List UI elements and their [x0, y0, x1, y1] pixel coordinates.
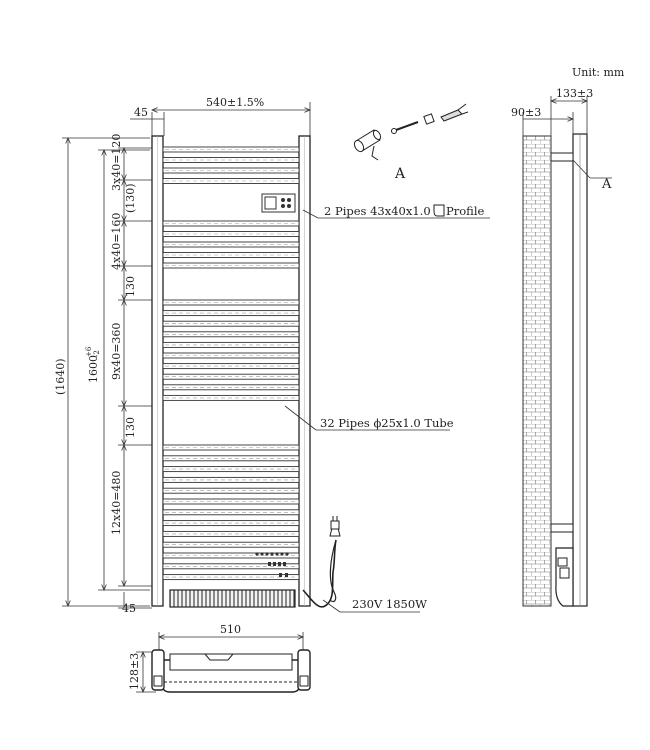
tube-pipes-label: 32 Pipes ϕ25x1.0 Tube: [320, 416, 454, 430]
bottom-depth-label: 128±3: [128, 653, 141, 690]
segment-4-label: 12x40=480: [110, 471, 123, 535]
gap-3-label: 130: [124, 417, 137, 438]
gap-2-label: 130: [124, 276, 137, 297]
segment-3-label: 9x40=360: [110, 323, 123, 380]
total-height-label: (1640): [54, 358, 67, 395]
side-depth-133-label: 133±3: [556, 87, 593, 100]
detail-a-label: A: [394, 166, 406, 182]
profile-shape-icon: [433, 204, 445, 217]
power-rating-label: 230V 1850W: [352, 597, 427, 611]
control-panel: [261, 193, 296, 213]
top-dimensions: [130, 102, 310, 136]
overall-width-label: 540±1.5%: [206, 96, 264, 109]
leader-lines: [284, 209, 490, 613]
side-depth-90-label: 90±3: [511, 106, 541, 119]
profile-pipes-label: 2 Pipes 43x40x1.0: [324, 204, 431, 218]
side-detail-a-label: A: [601, 177, 612, 192]
height-sup-label: +6: [85, 346, 93, 357]
wall-hatch: [522, 135, 552, 607]
bottom-width-label: 510: [220, 623, 241, 636]
heater-grill: [169, 589, 296, 608]
height-label: 1600: [87, 355, 100, 383]
side-dimensions: [522, 96, 587, 136]
unit-label: Unit: mm: [572, 66, 625, 79]
segment-2-label: 4x40=160: [110, 213, 123, 270]
profile-word-label: Profile: [446, 204, 485, 218]
side-view: [522, 133, 612, 607]
detail-a-fixing-kit: [353, 103, 469, 161]
power-plug-icon: [329, 516, 341, 537]
tube-rows: [162, 146, 300, 581]
tube-pipes-count: 32 Pipes: [320, 416, 373, 430]
bottom-view: [136, 632, 311, 692]
gap-1-label: (130): [124, 183, 137, 213]
side-offset-45-label: 45: [134, 106, 148, 119]
tube-diameter: ϕ25x1.0 Tube: [373, 416, 453, 430]
height-tolerance-group: 1600 +6 -2: [85, 346, 101, 383]
height-sub-label: -2: [93, 350, 101, 357]
segment-1-label: 3x40=120: [110, 134, 123, 191]
bottom-offset-45-label: 45: [122, 602, 136, 615]
power-cable: [302, 539, 337, 608]
left-dimensions: [62, 138, 152, 609]
profile-pipes-text: 2 Pipes 43x40x1.0: [324, 204, 431, 218]
radiator-front-view: [151, 135, 341, 608]
bottom-indicator-row: [255, 552, 289, 577]
